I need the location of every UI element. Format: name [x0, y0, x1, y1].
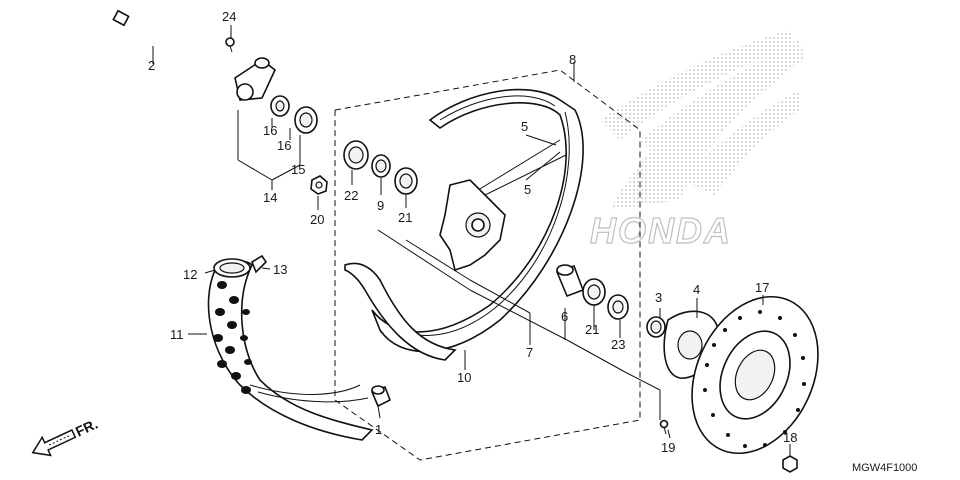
label-21a: 21 [398, 210, 412, 225]
label-8: 8 [569, 52, 576, 67]
dust-seal-22 [343, 140, 369, 170]
axle-holder [234, 57, 276, 101]
part-labels: 1 2 3 4 5 5 6 7 8 9 10 11 12 13 14 15 16… [148, 9, 797, 455]
leader-lines [152, 25, 791, 456]
label-5b: 5 [524, 182, 531, 197]
label-16a: 16 [263, 123, 277, 138]
label-2: 2 [148, 58, 155, 73]
tire-valve-1 [370, 385, 392, 408]
label-22: 22 [344, 188, 358, 203]
front-axle [112, 9, 239, 82]
label-13: 13 [273, 262, 287, 277]
front-direction-label: FR. [73, 416, 100, 440]
tube-12 [213, 258, 251, 278]
label-9: 9 [377, 198, 384, 213]
side-collar-3 [646, 316, 666, 338]
brake-disc-17 [691, 295, 819, 455]
label-11: 11 [170, 327, 184, 342]
side-collar-15 [294, 106, 318, 134]
label-17: 17 [755, 280, 769, 295]
distance-collar-9 [371, 154, 391, 178]
honda-wing-watermark: HONDA [589, 30, 805, 252]
label-5a: 5 [521, 119, 528, 134]
distance-collar-6 [555, 264, 585, 298]
front-direction-arrow: FR. [31, 416, 100, 457]
label-3: 3 [655, 290, 662, 305]
label-24: 24 [222, 9, 236, 24]
spoke-b [474, 154, 567, 201]
tire-11 [207, 260, 374, 441]
label-19: 19 [661, 440, 675, 455]
watermark-text: HONDA [590, 210, 732, 251]
label-15: 15 [291, 162, 305, 177]
bolt-24 [225, 37, 235, 53]
bearing-21b [582, 278, 606, 306]
label-12: 12 [183, 267, 197, 282]
rim-band-10 [344, 262, 457, 361]
label-18: 18 [783, 430, 797, 445]
label-10: 10 [457, 370, 471, 385]
figure-code: MGW4F1000 [852, 462, 917, 474]
bolt-19 [659, 419, 669, 435]
label-1: 1 [375, 422, 382, 437]
spoke-a [469, 139, 561, 196]
dust-seal-23 [607, 294, 629, 320]
label-4: 4 [693, 282, 700, 297]
nut-20 [310, 175, 328, 195]
wheel-hub [439, 179, 506, 272]
disc-bolt-18 [782, 455, 798, 473]
rim-strip-13 [251, 254, 268, 274]
label-20: 20 [310, 212, 324, 227]
label-7: 7 [526, 345, 533, 360]
label-6: 6 [561, 309, 568, 324]
label-14: 14 [263, 190, 277, 205]
bearing-21a [394, 167, 418, 195]
label-23: 23 [611, 337, 625, 352]
label-21b: 21 [585, 322, 599, 337]
label-16b: 16 [277, 138, 291, 153]
